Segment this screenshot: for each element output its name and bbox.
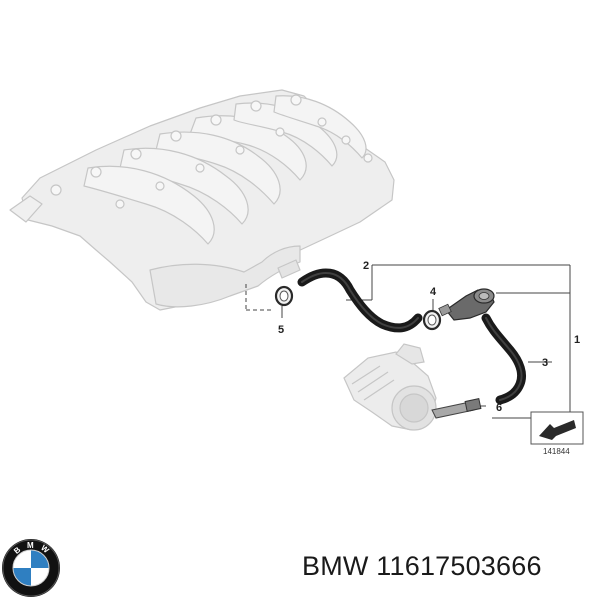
pressure-valve-1 [438, 288, 495, 321]
logo-quadrant-blue [31, 550, 49, 568]
intake-rib [363, 379, 395, 401]
part-number: 11617503666 [376, 551, 542, 581]
reference-arrow-icon [539, 420, 576, 440]
logo-letter-b: B [12, 545, 22, 556]
throttle-body [343, 343, 437, 431]
hose-clamp-5 [274, 285, 294, 307]
manifold-nipple [277, 259, 301, 279]
hose-clamp-4 [422, 309, 442, 331]
intake-rib [351, 365, 381, 385]
manifold-bolts [50, 94, 373, 209]
manifold-flange [9, 195, 43, 223]
intake-opening-inner [399, 393, 429, 423]
callout-3: 3 [542, 357, 548, 369]
manifold-runner [273, 95, 367, 159]
manifold-runner [83, 165, 215, 245]
intake-manifold [9, 89, 395, 311]
callout-1: 1 [574, 334, 580, 346]
reference-box [530, 411, 584, 445]
reference-number: 141844 [543, 447, 570, 456]
leader-lines [245, 264, 571, 419]
part-caption: BMW 11617503666 [302, 551, 542, 582]
logo-quadrant-blue [13, 568, 31, 586]
breather-hose-2 [297, 268, 423, 333]
callout-2: 2 [363, 260, 369, 272]
callout-4: 4 [430, 286, 437, 298]
callout-5: 5 [278, 324, 284, 336]
brand-name: BMW [302, 551, 369, 581]
manifold-plenum [149, 245, 301, 308]
manifold-body [21, 89, 395, 311]
bmw-logo: B M W [2, 539, 60, 597]
callout-6: 6 [496, 402, 502, 414]
vent-hose-3 [481, 313, 527, 405]
logo-letter-m: M [27, 541, 34, 550]
logo-letter-w: W [39, 543, 51, 555]
intake-rib [357, 371, 389, 393]
intake-neck [395, 343, 425, 365]
hose-connector-6 [431, 398, 482, 419]
